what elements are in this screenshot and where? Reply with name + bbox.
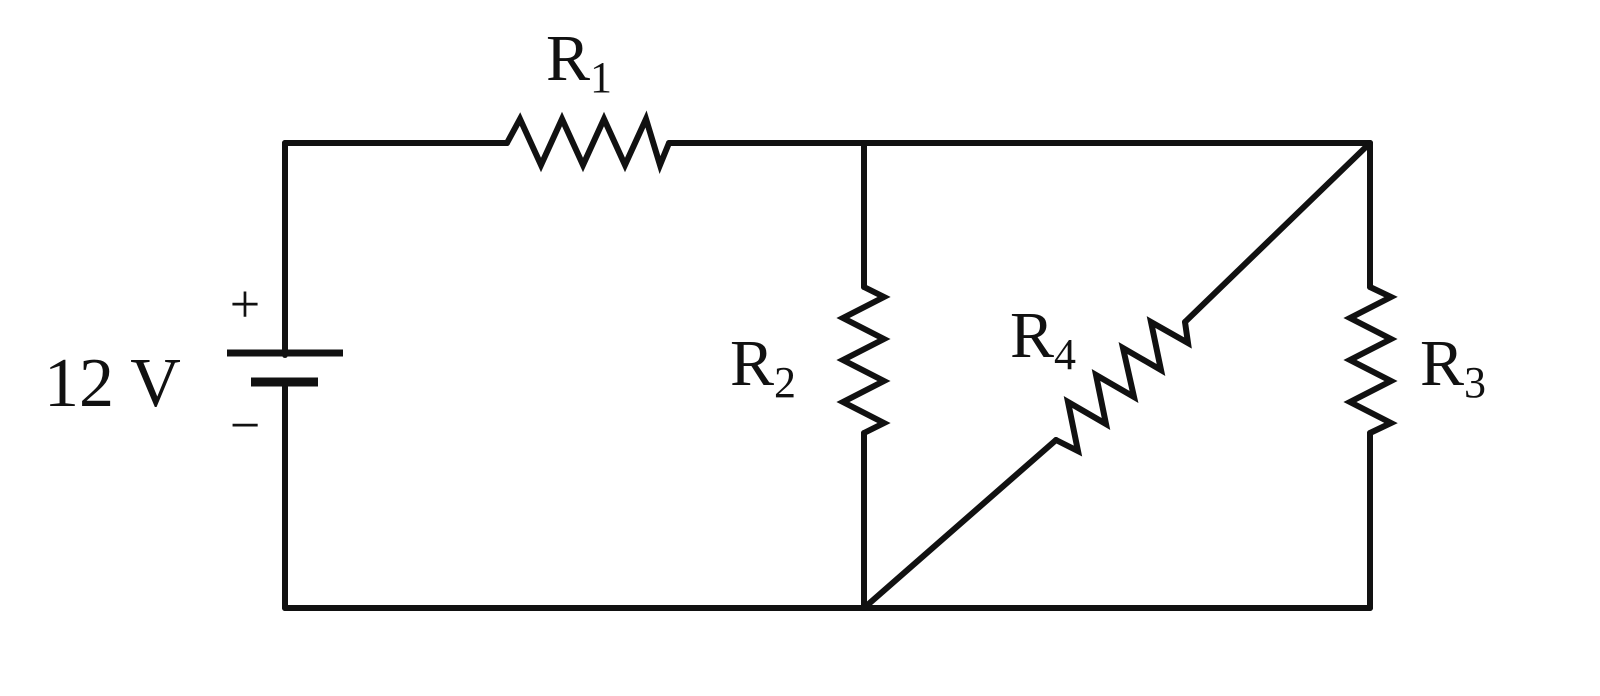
resistor-r2: R2 — [730, 284, 891, 436]
resistor-r2-zigzag — [836, 284, 891, 436]
resistor-r3-letter: R — [1420, 327, 1464, 400]
resistor-r2-subscript: 2 — [774, 358, 796, 407]
wire-r4-upper — [1182, 140, 1373, 325]
resistor-r2-letter: R — [730, 327, 774, 400]
resistor-r1-zigzag — [504, 110, 672, 174]
resistor-r1-letter: R — [546, 22, 590, 95]
resistor-r1-subscript: 1 — [590, 53, 612, 102]
battery-positive-label: + — [230, 274, 260, 334]
battery-voltage-label: 12 V — [44, 345, 181, 422]
wires — [282, 140, 1373, 611]
resistor-r4-zigzag — [1053, 316, 1192, 457]
wire-r4-lower — [861, 437, 1059, 611]
resistor-r3-zigzag — [1343, 284, 1398, 436]
resistor-r3: R3 — [1343, 284, 1486, 436]
resistor-r4-letter: R — [1010, 299, 1054, 372]
resistor-r4-subscript: 4 — [1054, 330, 1076, 379]
resistor-r4: R4 — [1010, 299, 1192, 457]
battery-negative-label: − — [230, 395, 260, 455]
resistor-r4-label: R4 — [1010, 299, 1076, 379]
resistor-r1: R1 — [504, 22, 672, 174]
resistor-r3-label: R3 — [1420, 327, 1486, 407]
resistor-r2-label: R2 — [730, 327, 796, 407]
resistor-r1-label: R1 — [546, 22, 612, 102]
resistor-r3-subscript: 3 — [1464, 358, 1486, 407]
battery: + − 12 V — [44, 274, 343, 455]
